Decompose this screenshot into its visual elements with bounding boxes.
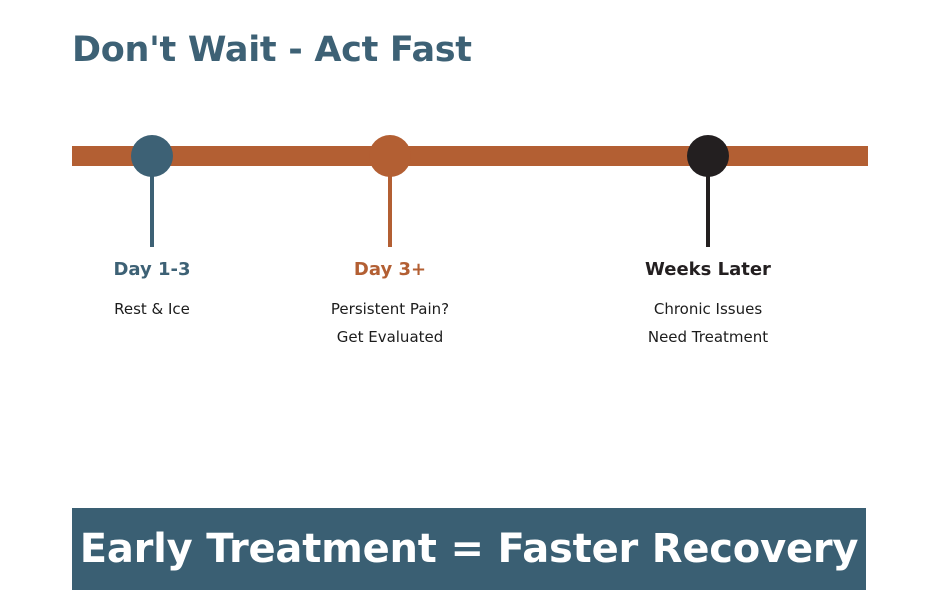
milestone-label-group: Day 3+ Persistent Pain? Get Evaluated — [230, 258, 550, 351]
milestone-marker-dot — [131, 135, 173, 177]
milestone-description-line: Persistent Pain? — [330, 300, 450, 318]
call-to-action-banner: Early Treatment = Faster Recovery — [72, 508, 866, 590]
milestone-title: Day 1-3 — [113, 259, 191, 280]
milestone-label-group: Day 1-3 Rest & Ice — [0, 258, 312, 323]
timeline: Day 1-3 Rest & Ice Day 3+ Persistent Pai… — [0, 135, 868, 351]
milestone-title: Day 3+ — [353, 259, 427, 280]
page-title: Don't Wait - Act Fast — [72, 30, 472, 70]
call-to-action-text: Early Treatment = Faster Recovery — [79, 526, 859, 572]
milestone-description: Rest & Ice — [0, 295, 312, 323]
milestone-description-line: Chronic Issues — [653, 300, 763, 318]
milestone-stem — [150, 176, 154, 247]
milestone-stem — [388, 176, 392, 247]
milestone-marker-dot — [369, 135, 411, 177]
milestone-description-line: Rest & Ice — [114, 300, 190, 318]
timeline-bar — [72, 146, 868, 166]
milestone-description-line: Need Treatment — [647, 328, 769, 346]
milestone-description: Chronic Issues Need Treatment — [548, 295, 868, 351]
milestone-description-line: Get Evaluated — [336, 328, 444, 346]
milestone-title: Weeks Later — [645, 259, 771, 280]
milestone-marker-dot — [687, 135, 729, 177]
milestone-description: Persistent Pain? Get Evaluated — [230, 295, 550, 351]
milestone-stem — [706, 176, 710, 247]
milestone-label-group: Weeks Later Chronic Issues Need Treatmen… — [548, 258, 868, 351]
